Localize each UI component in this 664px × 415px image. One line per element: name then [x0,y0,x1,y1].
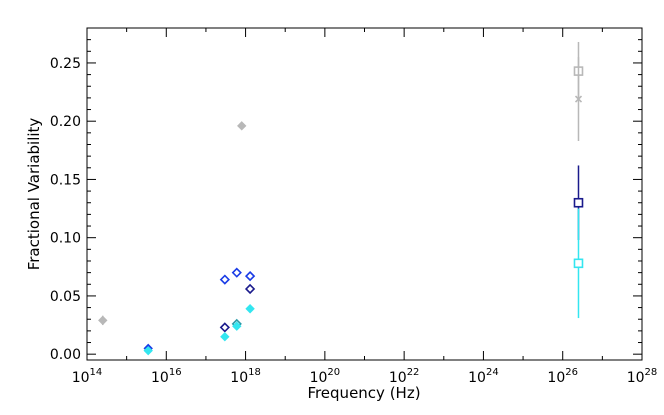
y-tick-label: 0.00 [50,347,81,363]
x-tick-label-exponent: 16 [169,367,182,378]
x-tick-label-base: 10 [151,370,169,386]
x-tick-label-base: 10 [547,370,565,386]
data-point-diamond [232,321,242,331]
y-tick-label: 0.10 [50,231,81,247]
data-point-diamond [245,304,255,314]
x-tick-label: 1022 [389,367,420,386]
y-tick-label: 0.20 [50,114,81,130]
x-tick-label-exponent: 22 [407,367,420,378]
x-tick-label-exponent: 28 [645,367,658,378]
x-tick-label-base: 10 [310,370,328,386]
x-tick-label-exponent: 14 [90,367,103,378]
x-tick-label: 1020 [310,367,341,386]
x-tick-label-exponent: 26 [565,367,578,378]
y-tick-label: 0.25 [50,56,81,72]
x-tick-label-exponent: 20 [327,367,340,378]
x-tick-label: 1028 [627,367,658,386]
data-point-square [573,258,584,269]
x-tick-label-base: 10 [627,370,645,386]
x-tick-label-exponent: 18 [248,367,261,378]
x-tick-label: 1024 [468,367,499,386]
data-point-diamond [98,315,108,326]
data-point-square [573,197,584,208]
data-point-diamond [143,345,153,356]
x-tick-label-base: 10 [468,370,486,386]
y-axis-label: Fractional Variability [25,118,43,271]
data-point-diamond [231,267,242,278]
data-point-diamond [220,331,230,342]
cross-stroke [574,95,583,103]
data-point-diamond [219,274,230,285]
x-tick-label-base: 10 [389,370,407,386]
x-tick-label: 1026 [547,367,578,386]
x-axis-label: Frequency (Hz) [307,384,420,402]
x-tick-label-base: 10 [72,370,90,386]
x-tick-label: 1014 [72,367,103,386]
x-tick-label-exponent: 24 [486,367,499,378]
data-point-cross [574,95,583,103]
data-marks [98,41,584,356]
y-tick-label: 0.05 [50,289,81,305]
x-tick-label: 1016 [151,367,182,386]
data-point-diamond [244,283,256,295]
data-point-diamond [219,322,230,333]
data-point-diamond [244,270,256,282]
x-tick-label-base: 10 [230,370,248,386]
plot-frame [86,27,643,361]
data-point-diamond [237,121,247,131]
y-tick-label: 0.15 [50,172,81,188]
x-tick-label: 1018 [230,367,261,386]
